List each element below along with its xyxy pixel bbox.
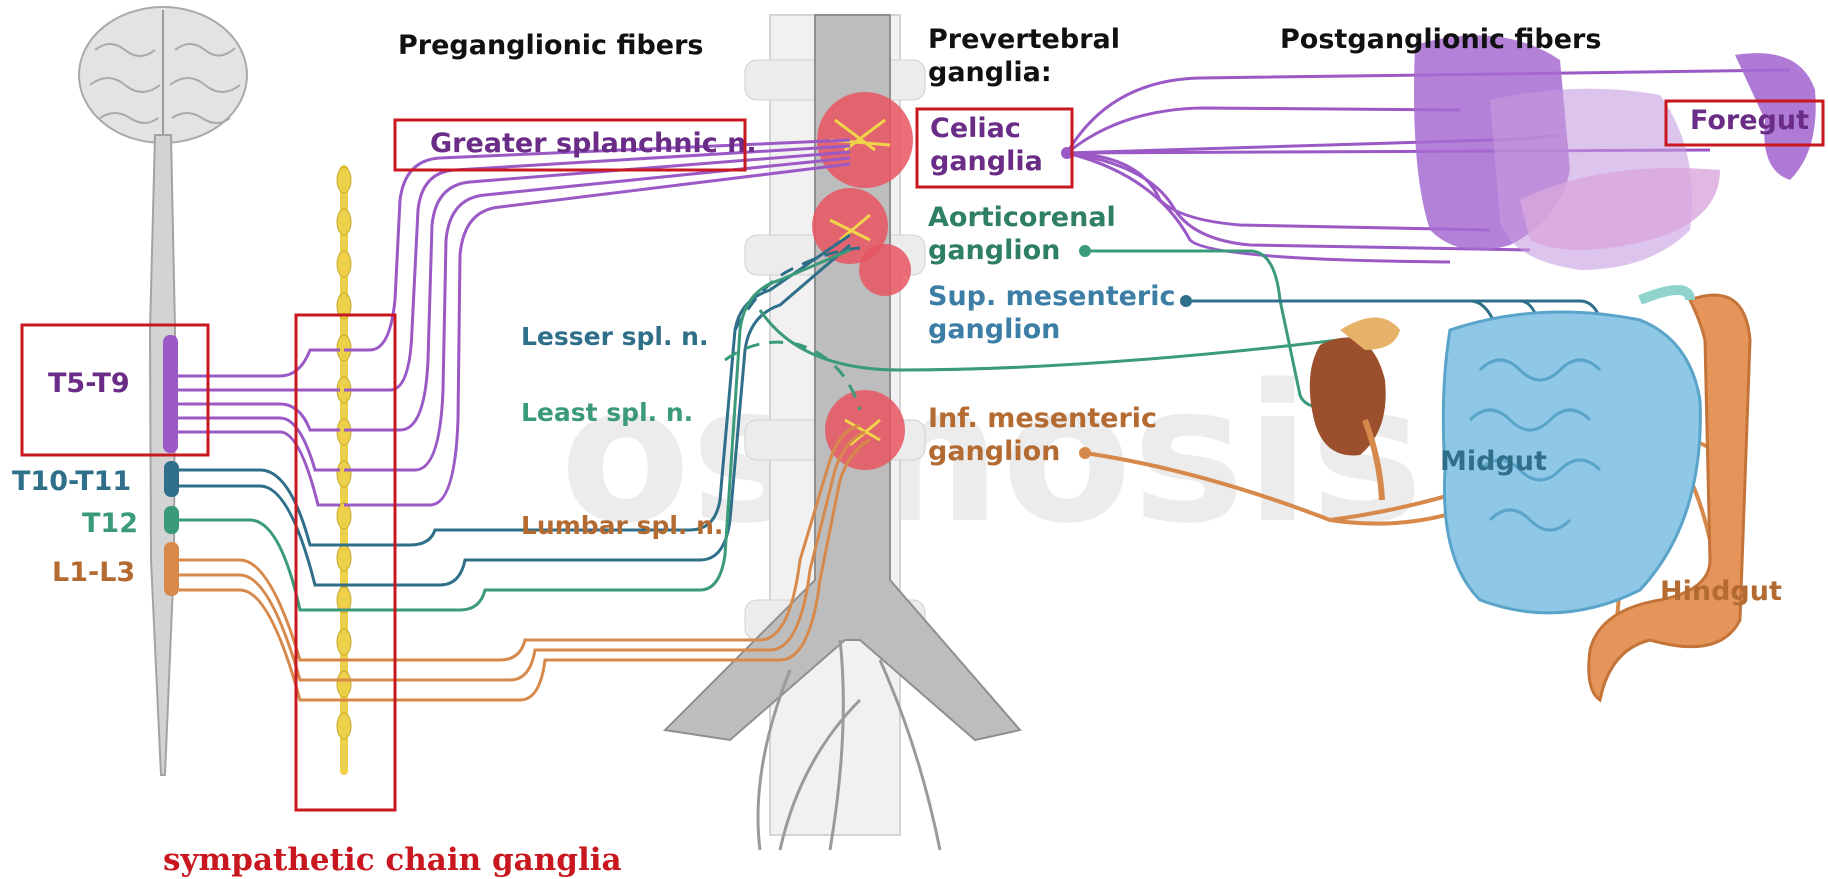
- label-t12: T12: [82, 508, 138, 539]
- caption-sympathetic-chain: sympathetic chain ganglia: [163, 842, 622, 878]
- label-t5-t9: T5-T9: [48, 368, 130, 399]
- label-t10-t11: T10-T11: [12, 466, 131, 497]
- heading-prevertebral-1: Prevertebral: [928, 24, 1120, 55]
- stomach-liver-icon: [1414, 35, 1816, 270]
- label-sup-mesenteric-2: ganglion: [928, 314, 1060, 345]
- segment-t12: [164, 506, 179, 534]
- label-inf-mesenteric-2: ganglion: [928, 436, 1060, 467]
- label-sup-mesenteric-1: Sup. mesenteric: [928, 281, 1176, 312]
- segment-l1-l3: [164, 542, 179, 596]
- label-aorticorenal-2: ganglion: [928, 235, 1060, 266]
- heading-preganglionic: Preganglionic fibers: [398, 30, 704, 61]
- brain-icon: [79, 7, 247, 143]
- label-hindgut: Hindgut: [1660, 576, 1782, 607]
- label-least-splanchnic: Least spl. n.: [521, 398, 693, 427]
- heading-prevertebral-2: ganglia:: [928, 57, 1052, 88]
- label-aorticorenal-1: Aorticorenal: [928, 202, 1116, 233]
- label-midgut: Midgut: [1440, 446, 1547, 477]
- label-greater-splanchnic: Greater splanchnic n.: [430, 128, 757, 159]
- intestines-icon: [1443, 290, 1750, 700]
- label-l1-l3: L1-L3: [52, 557, 135, 588]
- segment-t5-t9: [163, 335, 178, 453]
- label-foregut: Foregut: [1690, 105, 1809, 136]
- label-celiac-1: Celiac: [930, 113, 1021, 144]
- label-inf-mesenteric-1: Inf. mesenteric: [928, 403, 1157, 434]
- sup-mesenteric-ganglion-highlight: [859, 244, 911, 296]
- label-celiac-2: ganglia: [930, 146, 1043, 177]
- heading-postganglionic: Postganglionic fibers: [1280, 24, 1601, 55]
- label-lesser-splanchnic: Lesser spl. n.: [521, 322, 708, 351]
- segment-t10-t11: [164, 461, 179, 497]
- label-lumbar-splanchnic: Lumbar spl. n.: [521, 511, 723, 540]
